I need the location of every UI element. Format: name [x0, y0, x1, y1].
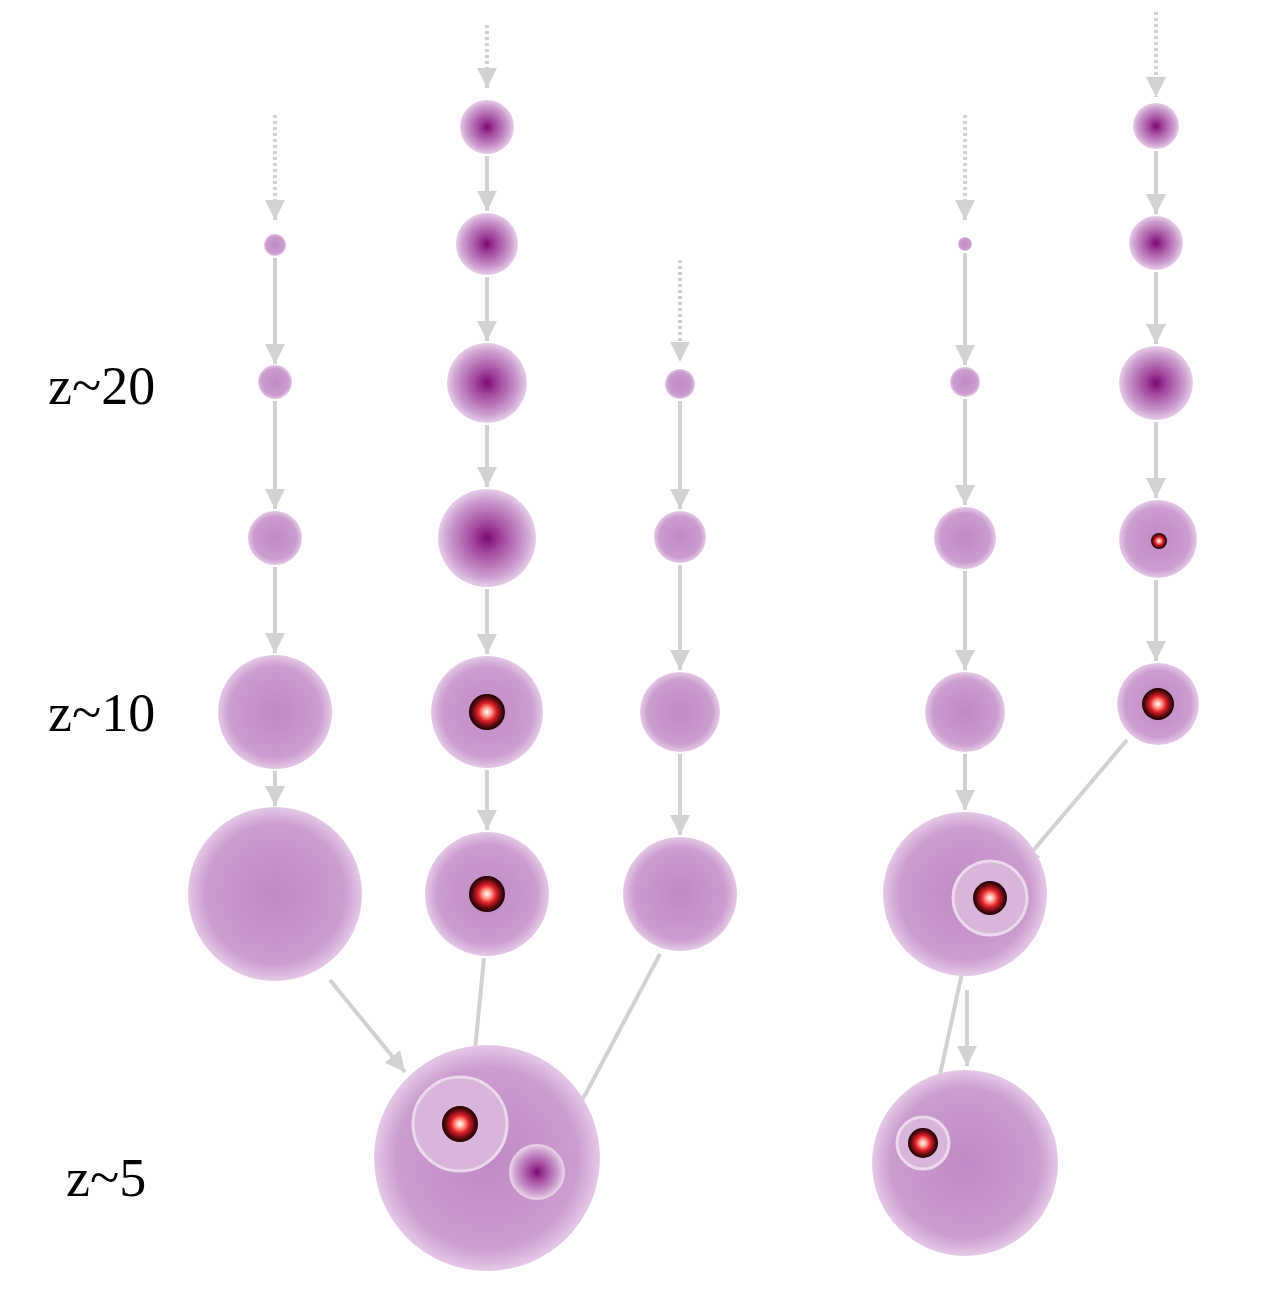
redshift-label: z~20	[48, 359, 155, 413]
arrows	[275, 12, 1156, 1142]
redshift-label: z~10	[48, 686, 155, 740]
redshift-label: z~5	[66, 1151, 146, 1205]
halos	[188, 100, 1199, 1271]
